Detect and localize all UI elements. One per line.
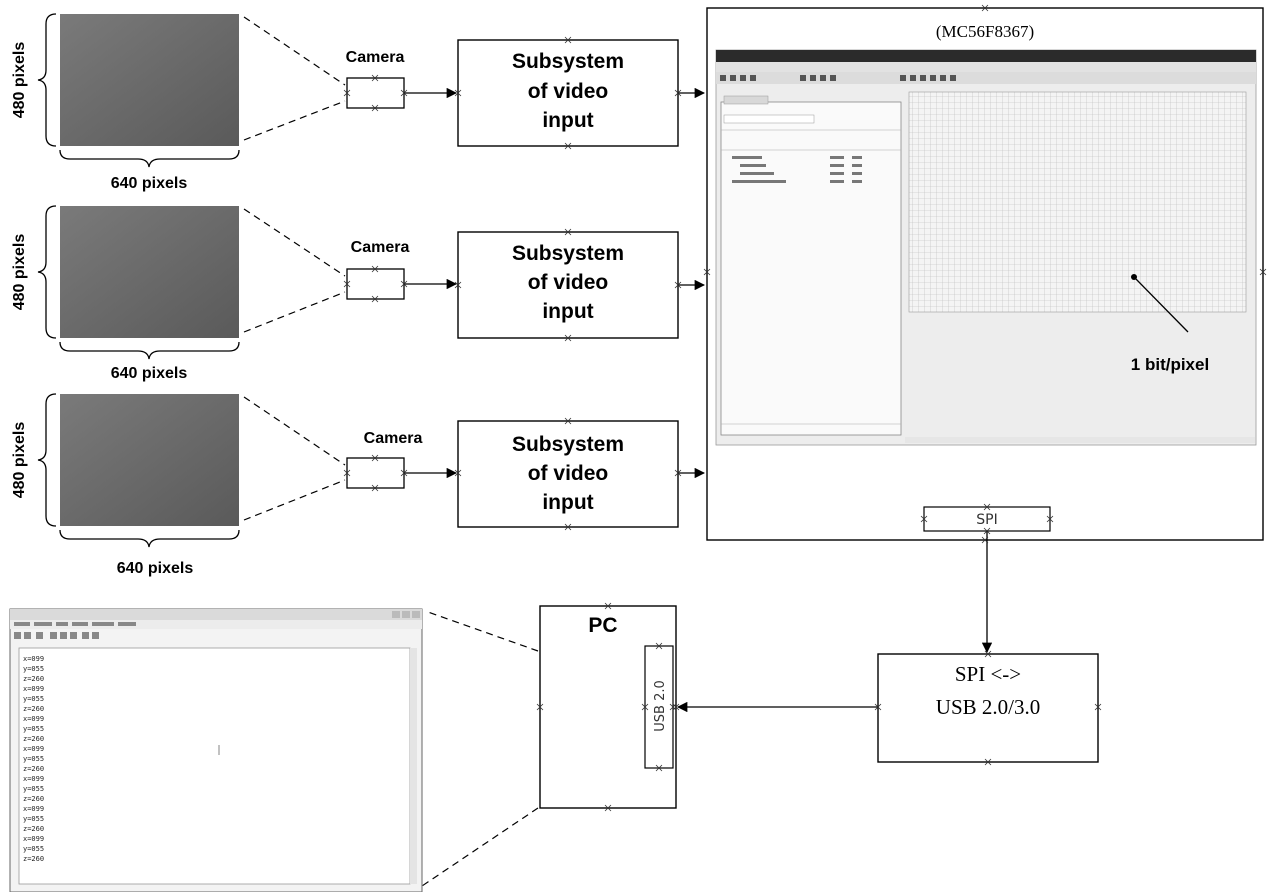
terminal-line: y=055 [23, 695, 44, 703]
terminal-line: y=055 [23, 755, 44, 763]
terminal-line: z=260 [23, 705, 44, 713]
camera-frame-2 [60, 206, 239, 338]
controller-block: (MC56F8367) [707, 8, 1263, 540]
terminal-line: x=099 [23, 775, 44, 783]
camera-frame-1 [60, 14, 239, 146]
ide-title-bar [716, 50, 1256, 62]
camera-row-2: 480 pixels 640 pixels Camera Subsystem o… [11, 206, 704, 382]
height-label-1: 480 pixels [11, 42, 28, 119]
pc-view-line-bottom [422, 808, 538, 886]
camera-label-3: Camera [364, 430, 423, 447]
controller-title: (MC56F8367) [936, 22, 1034, 41]
terminal-line: z=260 [23, 855, 44, 863]
converter-line-1: SPI <-> [955, 662, 1021, 686]
terminal-line: y=055 [23, 725, 44, 733]
camera-row-3: 480 pixels 640 pixels Camera Subsystem o… [11, 394, 704, 577]
camera-label-1: Camera [346, 49, 405, 66]
terminal-line: y=055 [23, 785, 44, 793]
terminal-window: x=099 y=055 z=260 x=099 y=055 z=260 x=09… [10, 609, 422, 892]
width-label-3: 640 pixels [117, 560, 194, 577]
subsystem-line-2c: input [542, 300, 593, 323]
terminal-output-area [19, 648, 410, 884]
subsystem-line-1a: Subsystem [512, 50, 624, 73]
subsystem-line-3a: Subsystem [512, 433, 624, 456]
view-line-top-3 [244, 397, 345, 465]
ide-screenshot [716, 50, 1256, 445]
terminal-line: z=260 [23, 825, 44, 833]
terminal-line: x=099 [23, 715, 44, 723]
bit-per-pixel-label: 1 bit/pixel [1131, 355, 1209, 374]
terminal-line: x=099 [23, 685, 44, 693]
ide-project-pane [721, 102, 901, 435]
terminal-title-bar [10, 609, 422, 620]
terminal-line: y=055 [23, 845, 44, 853]
camera-frame-3 [60, 394, 239, 526]
spi-label: SPI [976, 512, 997, 528]
height-brace-2 [38, 206, 56, 338]
subsystem-line-2b: of video [528, 271, 609, 294]
converter-block: SPI <-> USB 2.0/3.0 [878, 654, 1098, 762]
terminal-line: z=260 [23, 675, 44, 683]
usb-port-label: USB 2.0 [653, 680, 668, 732]
ide-bit-grid [909, 92, 1246, 312]
converter-line-2: USB 2.0/3.0 [936, 695, 1040, 719]
height-label-2: 480 pixels [11, 234, 28, 311]
terminal-line: x=099 [23, 745, 44, 753]
terminal-line: x=099 [23, 835, 44, 843]
terminal-line: z=260 [23, 795, 44, 803]
height-label-3: 480 pixels [11, 422, 28, 499]
pc-view-line-top [428, 612, 538, 651]
view-line-bottom-1 [244, 101, 345, 140]
camera-box-3 [347, 458, 404, 488]
view-line-bottom-2 [244, 292, 345, 332]
pc-title: PC [588, 614, 617, 637]
terminal-line: z=260 [23, 735, 44, 743]
camera-label-2: Camera [351, 239, 410, 256]
terminal-line: y=055 [23, 815, 44, 823]
width-label-2: 640 pixels [111, 365, 188, 382]
subsystem-line-3b: of video [528, 462, 609, 485]
subsystem-line-3c: input [542, 491, 593, 514]
width-brace-3 [60, 530, 239, 547]
view-line-bottom-3 [244, 480, 345, 520]
terminal-line: x=099 [23, 655, 44, 663]
terminal-lines: x=099 y=055 z=260 x=099 y=055 z=260 x=09… [23, 655, 44, 863]
pc-block: PC USB 2.0 [540, 606, 676, 808]
terminal-line: x=099 [23, 805, 44, 813]
width-brace-1 [60, 150, 239, 167]
subsystem-line-2a: Subsystem [512, 242, 624, 265]
height-brace-3 [38, 394, 56, 526]
camera-box-2 [347, 269, 404, 299]
width-label-1: 640 pixels [111, 175, 188, 192]
height-brace-1 [38, 14, 56, 146]
width-brace-2 [60, 342, 239, 359]
camera-box-1 [347, 78, 404, 108]
subsystem-line-1c: input [542, 109, 593, 132]
terminal-line: z=260 [23, 765, 44, 773]
view-line-top-2 [244, 209, 345, 276]
subsystem-line-1b: of video [528, 80, 609, 103]
view-line-top-1 [244, 17, 345, 85]
terminal-line: y=055 [23, 665, 44, 673]
camera-row-1: 480 pixels 640 pixels Camera Subsystem o… [11, 14, 704, 192]
